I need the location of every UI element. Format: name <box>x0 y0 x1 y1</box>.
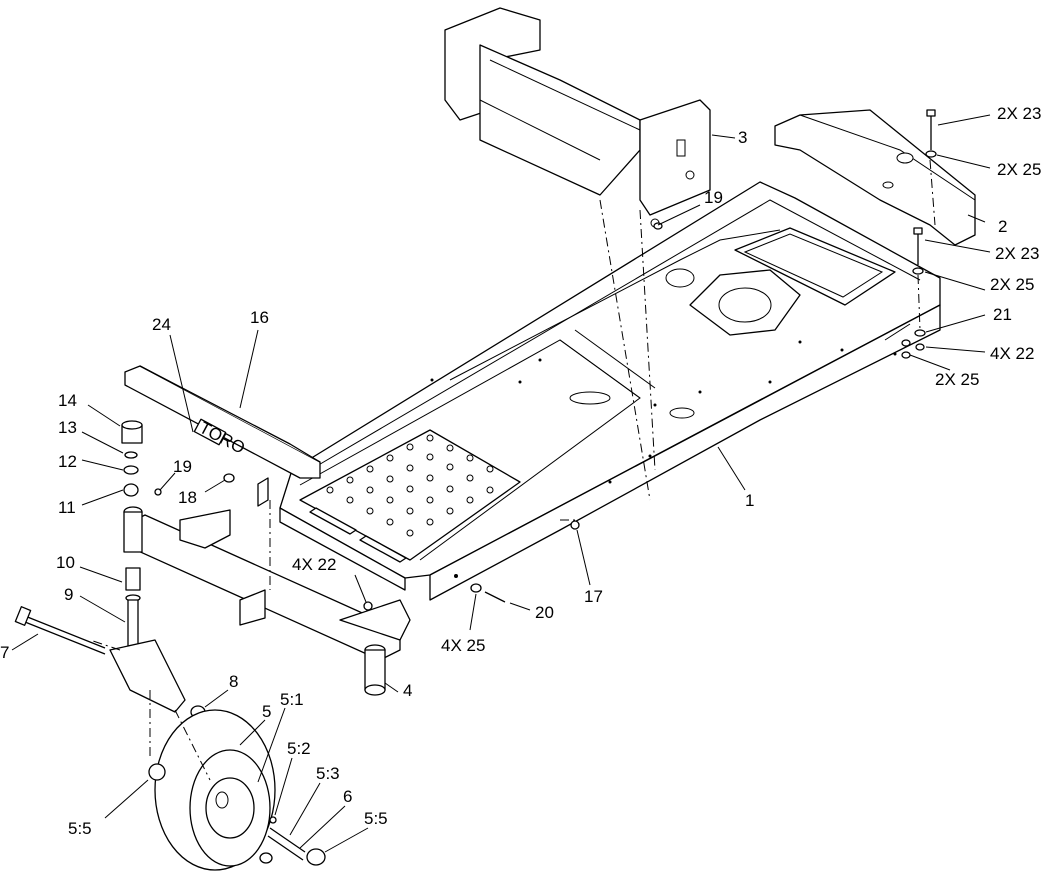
caster-fork-assembly <box>109 420 186 713</box>
front-panel: TORO <box>124 365 321 507</box>
callout-15: 19 <box>704 188 723 207</box>
callout-20: 20 <box>535 603 554 622</box>
callout-4: 4 <box>403 681 412 700</box>
callout-8: 8 <box>229 672 238 691</box>
main-frame <box>279 181 941 601</box>
callout-5: 5 <box>262 702 271 721</box>
callout-13: 13 <box>58 418 77 437</box>
callout-24: 24 <box>152 315 171 334</box>
callout-2x25-top: 2X 25 <box>997 160 1041 179</box>
callout-5-2: 5:2 <box>287 739 311 758</box>
rear-bracket <box>774 109 976 246</box>
callout-2: 2 <box>998 217 1007 236</box>
callout-5-5-right: 5:5 <box>364 809 388 828</box>
callout-6: 6 <box>343 787 352 806</box>
callout-11: 11 <box>58 498 76 517</box>
callout-21: 21 <box>993 305 1012 324</box>
front-axle <box>123 506 411 696</box>
callout-1: 1 <box>745 491 754 510</box>
callout-2x23-top: 2X 23 <box>997 104 1041 123</box>
callout-14: 14 <box>58 391 77 410</box>
callout-19: 19 <box>173 457 192 476</box>
callout-labels: 3 19 2X 23 2X 25 2 2X 23 2X 25 21 4X 22 … <box>0 104 1041 838</box>
callout-16: 16 <box>250 308 269 327</box>
callout-2x25-bottom: 2X 25 <box>935 370 979 389</box>
floor-plate-holes <box>326 434 494 537</box>
callout-5-5-left: 5:5 <box>68 819 92 838</box>
callout-12: 12 <box>58 452 77 471</box>
misc-hardware <box>154 222 663 611</box>
callout-18: 18 <box>178 488 197 507</box>
seat-support <box>444 7 711 228</box>
rear-hardware <box>901 109 937 359</box>
callout-9: 9 <box>64 585 73 604</box>
callout-4x22-right: 4X 22 <box>990 344 1034 363</box>
callout-4x22-left: 4X 22 <box>292 555 336 574</box>
callout-2x25-mid: 2X 25 <box>990 275 1034 294</box>
callout-7: 7 <box>0 643 9 662</box>
caster-wheel <box>148 709 326 871</box>
leader-lines <box>11 114 991 853</box>
alignment-lines <box>89 159 936 781</box>
axle-bolt-7 <box>14 606 106 655</box>
callout-2x23-bottom: 2X 23 <box>995 244 1039 263</box>
callout-5-3: 5:3 <box>316 764 340 783</box>
callout-4x25: 4X 25 <box>441 636 485 655</box>
callout-3: 3 <box>738 128 747 147</box>
callout-17: 17 <box>584 587 603 606</box>
callout-5-1: 5:1 <box>280 690 304 709</box>
callout-10: 10 <box>56 553 75 572</box>
